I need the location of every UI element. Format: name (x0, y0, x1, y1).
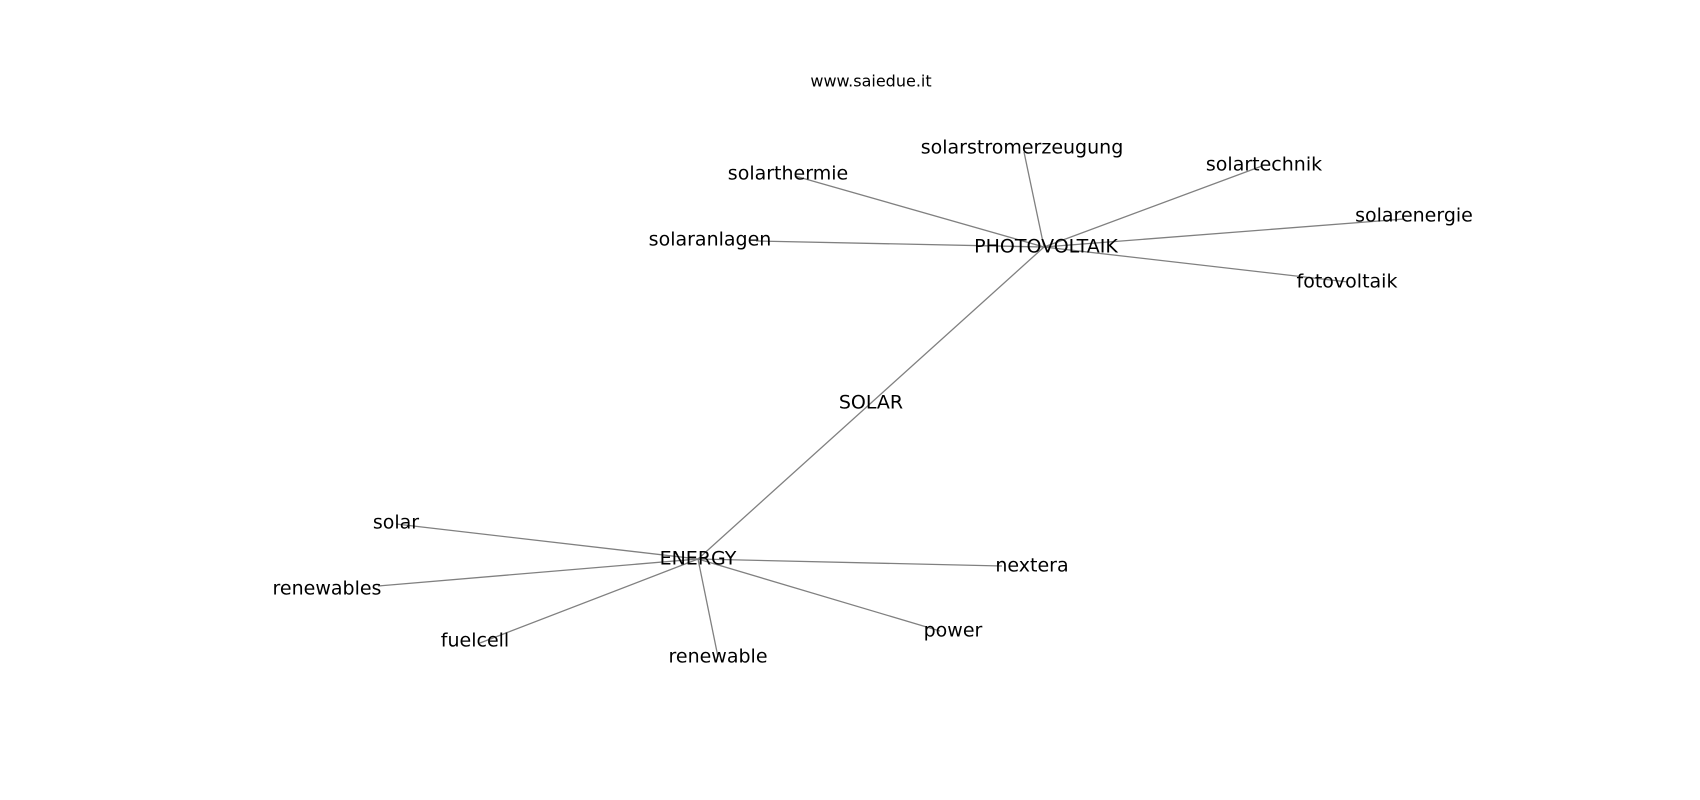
edge-energy-renewables (377, 558, 699, 587)
edge-photovoltaik-solarenergie (1043, 218, 1405, 248)
node-label-solarthermie: solarthermie (728, 163, 848, 185)
node-label-renewable: renewable (668, 646, 767, 668)
edge-photovoltaik-fotovoltaik (1043, 246, 1349, 283)
edges-layer (377, 151, 1405, 658)
edge-energy-nextera (697, 558, 1003, 567)
edge-energy-solar (395, 523, 699, 560)
node-label-renewables: renewables (273, 578, 382, 600)
node-label-solarenergie: solarenergie (1355, 205, 1473, 227)
node-label-nextera: nextera (995, 555, 1068, 577)
edge-photovoltaik-solarstromerzeugung (1023, 151, 1045, 248)
nodes-layer: SOLAR PHOTOVOLTAIK ENERGY solarstromerzeugu… (273, 137, 1473, 668)
node-label-solar: solar (373, 512, 419, 534)
edge-energy-fuelcell (479, 558, 699, 644)
site-url-label: www.saiedue.it (810, 72, 931, 91)
edge-photovoltaik-solaranlagen (755, 240, 1045, 248)
node-label-energy: ENERGY (660, 548, 737, 570)
node-label-power: power (924, 620, 983, 642)
node-label-solar: SOLAR (839, 392, 903, 414)
node-label-fotovoltaik: fotovoltaik (1297, 271, 1398, 293)
node-label-solarstromerzeugung: solarstromerzeugung (921, 137, 1124, 159)
edge-photovoltaik-solartechnik (1043, 165, 1263, 248)
edge-energy-power (697, 558, 941, 632)
edge-photovoltaik-solarthermie (794, 175, 1045, 248)
node-label-solaranlagen: solaranlagen (649, 229, 772, 251)
edge-photovoltaik-energy (697, 246, 1045, 560)
node-label-photovoltaik: PHOTOVOLTAIK (974, 236, 1118, 258)
edge-energy-renewable (697, 558, 719, 658)
node-label-solartechnik: solartechnik (1206, 154, 1322, 176)
node-label-fuelcell: fuelcell (441, 630, 509, 652)
